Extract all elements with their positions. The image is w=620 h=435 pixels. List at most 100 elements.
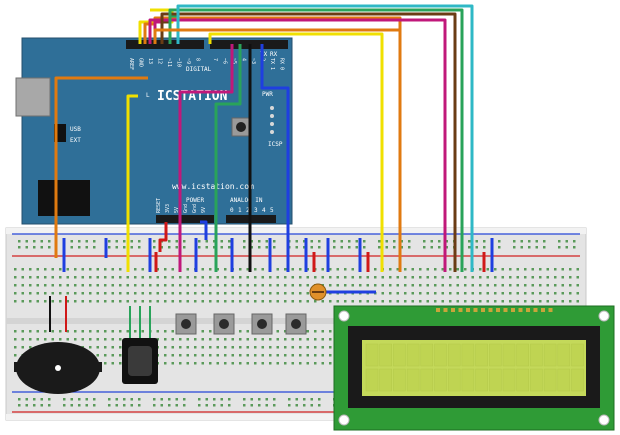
analog-pin-label: 4 <box>262 207 266 214</box>
lcd-char-cell <box>434 343 447 367</box>
power-pin-label: 9V <box>201 207 207 213</box>
wire-red-5v <box>158 222 168 252</box>
usb-connector <box>15 77 51 117</box>
lcd-pin <box>511 308 515 312</box>
wire-blue-gnd <box>200 220 208 240</box>
lcd-char-cell <box>420 368 434 392</box>
analog-pin-label: 5 <box>270 207 274 214</box>
header-pin-label: 7 <box>212 58 218 61</box>
lcd-char-cell <box>530 343 543 367</box>
header-pin-label: 12 <box>157 58 163 64</box>
lcd-pin <box>466 308 470 312</box>
header-pin-label: 8 <box>195 58 201 61</box>
piezo-buzzer <box>14 342 102 394</box>
lcd-char-cell <box>543 368 557 392</box>
lcd-char-cell <box>489 343 502 367</box>
wire-yellow-d12 <box>138 8 174 44</box>
lcd-char-cell <box>543 343 557 367</box>
wire-magenta-lcd <box>148 18 447 272</box>
ext-label: EXT <box>70 137 81 144</box>
header-pin-label: AREF <box>128 58 134 70</box>
lcd-char-cell <box>571 343 584 367</box>
push-button-4 <box>285 313 307 335</box>
lcd-pin <box>458 308 463 312</box>
lcd-char-cell <box>434 368 447 392</box>
analog-pin-label: 2 <box>246 207 250 214</box>
lcd-char-cell <box>489 368 502 392</box>
push-button-2 <box>213 313 235 335</box>
analog-label: ANALOG IN <box>230 197 263 204</box>
lcd-char-cell <box>365 343 379 367</box>
tx-label: TX <box>260 51 268 58</box>
header-digital-left <box>126 40 204 49</box>
lcd-char-cell <box>516 343 529 367</box>
wire-cyan-lcd <box>176 4 474 272</box>
lcd-pin <box>518 308 523 312</box>
wires <box>49 4 494 342</box>
analog-pin-label: 3 <box>254 207 258 214</box>
lcd-char-cell <box>571 368 584 392</box>
lcd-mount-hole <box>338 310 350 322</box>
lcd-pin <box>436 308 440 312</box>
lcd-char-cell <box>475 343 488 367</box>
lcd-char-cell <box>557 343 571 367</box>
lcd-char-cell <box>447 343 461 367</box>
lcd-char-cell <box>420 343 434 367</box>
lcd-char-cell <box>406 343 420 367</box>
lcd-char-cell <box>502 343 516 367</box>
lcd-char-cell <box>447 368 461 392</box>
lcd-char-cell <box>393 343 406 367</box>
lcd-pin <box>541 308 545 312</box>
icsp-label: ICSP <box>268 141 283 148</box>
power-label: POWER <box>186 197 204 204</box>
lcd-char-cell <box>475 368 488 392</box>
lcd-mount-hole <box>598 414 610 426</box>
lcd-char-cell <box>557 368 571 392</box>
header-pin-label: ~9 <box>185 58 191 64</box>
power-jack <box>38 180 90 216</box>
lcd-char-cell <box>379 368 392 392</box>
analog-pin-label: 1 <box>238 207 242 214</box>
usb-label: USB <box>70 126 81 133</box>
lcd-pin-header <box>436 308 553 312</box>
lcd-pin <box>496 308 500 312</box>
pwr-label: PWR <box>262 91 273 98</box>
wire-yellow-ir <box>126 94 138 272</box>
header-pin-label: GND <box>138 58 144 67</box>
breadboard-holes <box>14 240 579 407</box>
lcd-pin <box>526 308 530 312</box>
lcd-pin <box>443 308 448 312</box>
push-button-1 <box>175 313 197 335</box>
wire-orange-lcd <box>153 28 402 272</box>
header-pin-label: 13 <box>147 58 153 64</box>
lcd-char-cell <box>502 368 516 392</box>
header-power <box>156 215 214 223</box>
lcd-char-cell <box>530 368 543 392</box>
url-text: www.icstation.com <box>172 182 254 191</box>
lcd-pin <box>451 308 455 312</box>
lcd-pin <box>503 308 508 312</box>
ir-receiver <box>122 338 158 384</box>
header-pin-label: ~10 <box>176 58 182 67</box>
digital-label: DIGITAL <box>186 66 212 73</box>
push-button-3 <box>251 313 273 335</box>
header-pin-label: ~11 <box>166 58 172 67</box>
reset-button <box>236 122 246 132</box>
power-pin-label: RESET <box>156 198 162 213</box>
analog-pin-label: 0 <box>230 207 234 214</box>
header-pin-label: ~6 <box>222 58 228 64</box>
header-pin-label: ~3 <box>250 58 256 64</box>
buzzer-hole-icon <box>55 365 61 371</box>
lcd-pin <box>488 308 493 312</box>
lcd-char-cell <box>365 368 379 392</box>
lcd-char-cell <box>516 368 529 392</box>
lcd-char-grid <box>365 343 584 392</box>
wire-yellow-lcd <box>208 32 384 272</box>
wire-blue-btn <box>260 44 290 272</box>
lcd-pin <box>481 308 485 312</box>
lcd-module <box>333 305 615 431</box>
lcd-mount-hole <box>598 310 610 322</box>
power-pin-label: 3V3 <box>165 204 171 213</box>
